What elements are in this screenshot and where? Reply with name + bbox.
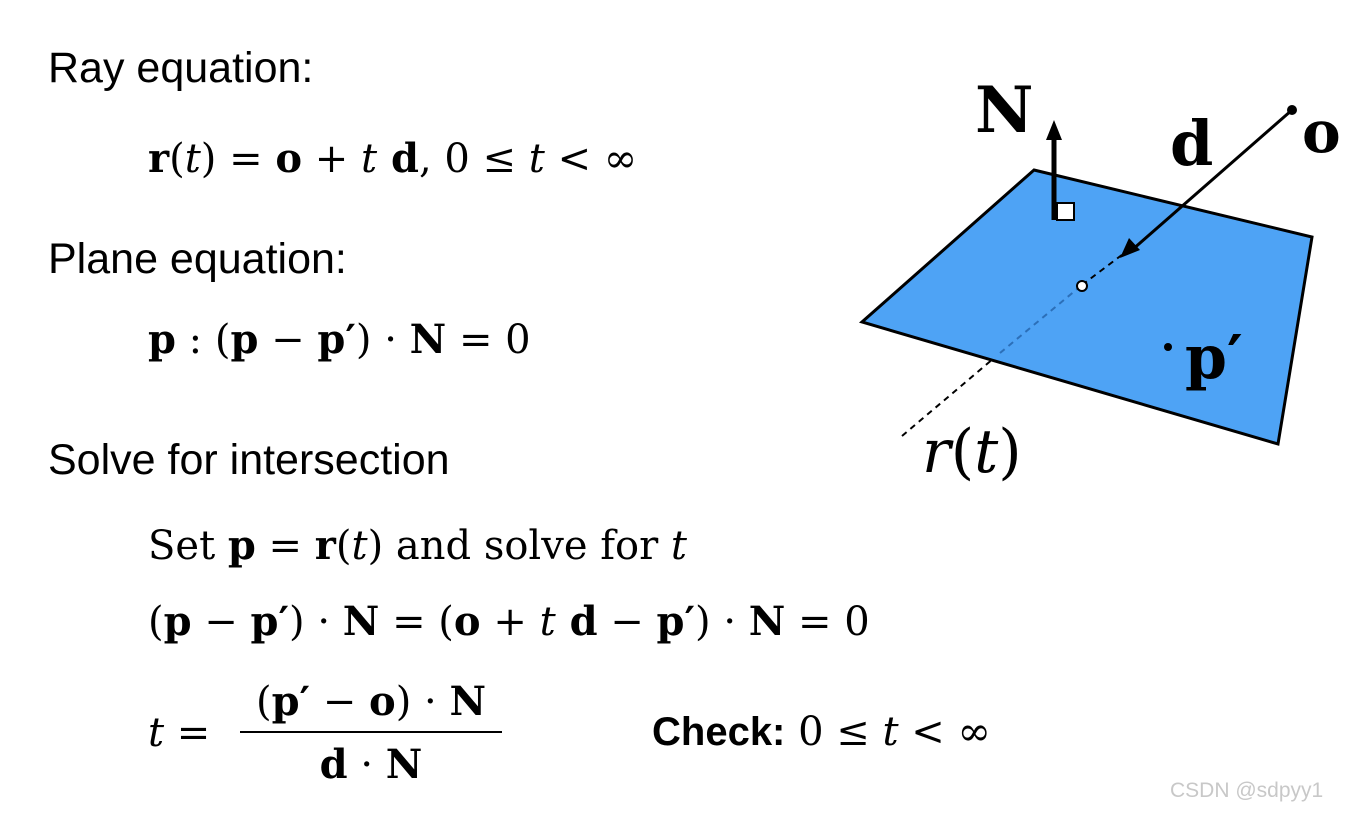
heading-plane-equation: Plane equation: [48, 235, 347, 283]
plane-surface [858, 168, 1314, 446]
plane-pprime: p′ [317, 316, 356, 363]
ray-tail: < ∞ [544, 136, 638, 182]
fraction-bar [240, 731, 502, 733]
set-mid: ) and solve for [367, 523, 671, 569]
num-minus: − [310, 679, 370, 725]
label-r-close: ) [998, 417, 1021, 487]
exp-N2: N [748, 598, 786, 645]
check-condition: Check: 0 ≤ t < ∞ [652, 708, 991, 755]
expand-equation: (p − p′) · N = (o + t d − p′) · N = 0 [148, 598, 870, 645]
set-t2: t [670, 523, 687, 569]
exp-pprime: p′ [250, 598, 290, 645]
exp-tail: = 0 [785, 599, 870, 645]
exp-open: ( [148, 599, 164, 645]
set-equation: Set p = r(t) and solve for t [148, 522, 687, 569]
check-t: t [882, 709, 899, 755]
intersection-point [1076, 280, 1088, 292]
exp-N: N [342, 598, 380, 645]
label-o: o [1302, 98, 1341, 166]
ray-t3: t [528, 136, 545, 182]
pprime-point [1164, 343, 1172, 351]
check-pre: 0 ≤ [785, 709, 883, 755]
plane-p: p [148, 316, 176, 363]
set-open: ( [335, 523, 352, 569]
plane-colon: : ( [175, 317, 231, 363]
exp-plus: + [480, 599, 540, 645]
right-angle-marker [1056, 202, 1075, 221]
t-solution-lhs: t = [148, 710, 210, 756]
ray-o: o [275, 135, 303, 182]
heading-ray-equation: Ray equation: [48, 44, 314, 92]
plane-p2: p [230, 316, 259, 363]
ray-arrowhead [1120, 238, 1140, 258]
exp-minus: − [191, 599, 251, 645]
ray-plus: + [302, 136, 361, 182]
ray-close: ) = [200, 136, 276, 182]
num-open: ( [255, 679, 272, 725]
normal-arrowhead [1046, 120, 1062, 140]
heading-solve-intersection: Solve for intersection [48, 436, 450, 484]
check-tail: < ∞ [898, 709, 991, 755]
set-p: p [227, 522, 256, 569]
ray-open: ( [169, 136, 185, 182]
den-N: N [385, 741, 423, 788]
label-r-of-t: r(t) [922, 417, 1022, 487]
num-o: o [369, 678, 396, 725]
exp-o: o [453, 598, 481, 645]
t-solution-fraction: (p′ − o) · N d · N [240, 678, 502, 788]
set-r: r [314, 522, 336, 569]
exp-close: ) · [289, 599, 343, 645]
exp-minus2: − [597, 599, 657, 645]
den-d: d [319, 741, 348, 788]
ray-r: r [148, 135, 170, 182]
set-t: t [351, 523, 368, 569]
ray-plane-diagram: N d o p′ r(t) [858, 73, 1341, 487]
label-r-open: ( [951, 417, 974, 487]
ray-equation: r(t) = o + t d, 0 ≤ t < ∞ [148, 135, 637, 182]
fraction-denominator: d · N [240, 741, 502, 788]
ray-t2: t [360, 136, 378, 182]
plane-tail: = 0 [446, 317, 531, 363]
plane-minus: − [258, 317, 318, 363]
exp-d: d [555, 598, 598, 645]
origin-point [1287, 105, 1297, 115]
num-pprime: p′ [271, 678, 311, 725]
check-label: Check: [652, 710, 786, 754]
set-eq: = [255, 523, 315, 569]
fraction-numerator: (p′ − o) · N [240, 678, 502, 725]
num-N: N [449, 678, 487, 725]
ray-rest: , 0 ≤ [418, 136, 529, 182]
label-pprime: p′ [1185, 323, 1243, 393]
label-r: r [922, 417, 954, 487]
ray-dashed-plane-lower [999, 284, 1083, 354]
watermark: CSDN @sdpyy1 [1170, 779, 1324, 802]
label-N: N [975, 73, 1034, 148]
plane-N: N [409, 316, 447, 363]
exp-pprime2: p′ [656, 598, 696, 645]
exp-p: p [163, 598, 192, 645]
exp-t: t [539, 599, 556, 645]
set-pre: Set [148, 523, 228, 569]
den-dot: · [347, 742, 386, 788]
num-close: ) · [395, 679, 450, 725]
label-r-t: t [974, 417, 999, 487]
plane-equation: p : (p − p′) · N = 0 [148, 316, 531, 363]
plane-close: ) · [355, 317, 410, 363]
exp-close2: ) · [695, 599, 749, 645]
ray-direction-line [1131, 108, 1293, 252]
ray-d: d [377, 135, 419, 182]
label-d: d [1170, 107, 1213, 180]
exp-eq: = ( [379, 599, 454, 645]
sol-t: t [148, 710, 165, 756]
ray-t: t [184, 136, 201, 182]
sol-eq: = [164, 710, 211, 756]
